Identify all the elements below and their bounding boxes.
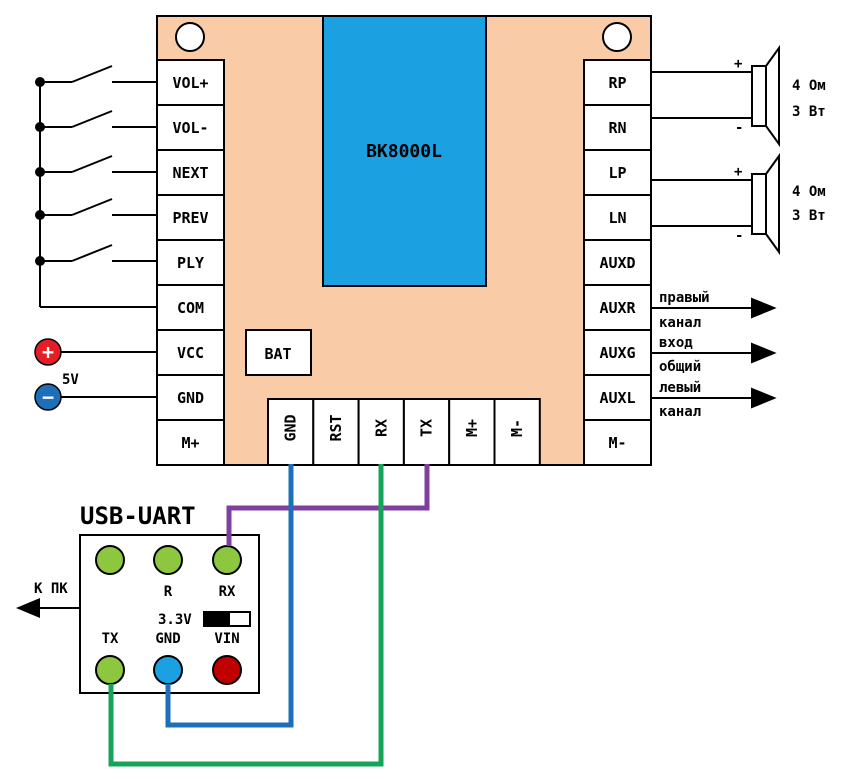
led-gnd: [153, 655, 183, 685]
right-pin-label: LP: [608, 164, 626, 182]
right-pin-label: M-: [608, 434, 626, 452]
speaker-2-plus: +: [734, 164, 742, 180]
bottom-pin-label: TX: [418, 419, 436, 437]
right-pin-box: [583, 419, 652, 466]
aux-left-label-1: левый: [659, 380, 701, 396]
left-pin-label: GND: [177, 389, 204, 407]
speaker-1-power: 3 Вт: [792, 104, 826, 120]
led-r: [153, 545, 183, 575]
led-rx: [212, 545, 242, 575]
right-pin-box: [583, 374, 652, 421]
speaker-1-impedance: 4 Ом: [792, 78, 826, 94]
speaker-2-impedance: 4 Ом: [792, 184, 826, 200]
bottom-pin-row: GND RST RX TX M+ M-: [267, 398, 541, 466]
speaker-2-minus: -: [735, 228, 743, 244]
aux-ground-label-1: вход: [659, 335, 693, 351]
speaker-1-minus: -: [735, 120, 743, 136]
led-vin: [212, 655, 242, 685]
right-pin-label: AUXL: [599, 389, 635, 407]
left-pin-label: VOL+: [172, 74, 208, 92]
usb-uart-title: USB-UART: [80, 502, 196, 530]
left-pin-label: NEXT: [172, 164, 208, 182]
wire-rx-to-tx: [108, 464, 384, 767]
aux-left-label-2: канал: [659, 404, 701, 420]
switch-label: 3.3V: [158, 612, 192, 628]
right-pin-box: [583, 194, 652, 241]
junction-dots: [35, 77, 45, 266]
right-pin-label: AUXR: [599, 299, 636, 317]
left-pin-label: PREV: [172, 209, 208, 227]
button-switches: [39, 65, 157, 308]
right-pin-label: RN: [608, 119, 626, 137]
chip-label: BK8000L: [366, 141, 442, 162]
left-pin-label: COM: [177, 299, 204, 317]
left-pin-box: [156, 239, 225, 286]
label-gnd: GND: [155, 631, 180, 647]
bottom-pin-label: GND: [282, 414, 300, 441]
left-pin-label: PLY: [177, 254, 204, 272]
bk8000l-chip: [322, 15, 487, 287]
right-pin-box: [583, 329, 652, 376]
label-vin: VIN: [214, 631, 239, 647]
label-rx: RX: [219, 584, 236, 600]
right-pin-label: AUXD: [599, 254, 635, 272]
pc-arrow-icon: [16, 598, 80, 618]
speaker-icon: [651, 44, 780, 148]
speaker-1: + - 4 Ом 3 Вт: [651, 44, 826, 148]
bottom-pin-label: RST: [327, 414, 345, 441]
right-pin-box: [583, 104, 652, 151]
aux-right-label-1: правый: [659, 290, 710, 306]
voltage-label: 5V: [62, 372, 79, 388]
bottom-pin-label: RX: [372, 419, 390, 437]
mounting-hole-right: [602, 22, 632, 52]
pc-label: К ПК: [34, 581, 68, 597]
bottom-pin-box: [267, 398, 315, 466]
speaker-2-power: 3 Вт: [792, 208, 826, 224]
bottom-pin-label: M-: [508, 419, 526, 437]
label-tx: TX: [102, 631, 119, 647]
right-pin-label: AUXG: [599, 344, 635, 362]
left-pin-label: M+: [181, 434, 199, 452]
plus-terminal-icon: [34, 338, 62, 366]
bottom-pin-box: [312, 398, 360, 466]
bottom-pin-box: [493, 398, 541, 466]
voltage-switch-icon: [203, 611, 251, 627]
left-pin-box: [156, 59, 225, 106]
bat-pad: [245, 329, 312, 376]
minus-symbol: −: [42, 385, 54, 409]
right-pin-column: RP RN LP LN AUXD AUXR AUXG AUXL M-: [583, 59, 652, 466]
left-pin-label: VOL-: [172, 119, 208, 137]
aux-ground-label-2: общий: [659, 359, 701, 375]
bat-label: BAT: [264, 345, 291, 363]
bottom-pin-label: M+: [463, 419, 481, 437]
wire-tx-to-rx: [226, 464, 430, 546]
label-r: R: [164, 584, 173, 600]
aux-arrows: [651, 297, 777, 409]
aux-right-label-2: канал: [659, 315, 701, 331]
led-tx: [95, 655, 125, 685]
speaker-icon: [651, 152, 780, 256]
right-pin-box: [583, 239, 652, 286]
left-pin-box: [156, 374, 225, 421]
wire-gnd-to-gnd: [165, 464, 294, 728]
left-pin-label: VCC: [177, 344, 204, 362]
plus-symbol: +: [42, 340, 54, 364]
left-pin-column: VOL+ VOL- NEXT PREV PLY COM VCC GND M+: [156, 59, 225, 466]
speaker-1-plus: +: [734, 56, 742, 72]
minus-terminal-icon: [34, 383, 62, 411]
mounting-hole-left: [175, 22, 205, 52]
speaker-2: + - 4 Ом 3 Вт: [651, 152, 826, 256]
right-pin-label: RP: [608, 74, 626, 92]
right-pin-label: LN: [608, 209, 626, 227]
led-top-1: [95, 545, 125, 575]
left-pin-box: [156, 419, 225, 466]
